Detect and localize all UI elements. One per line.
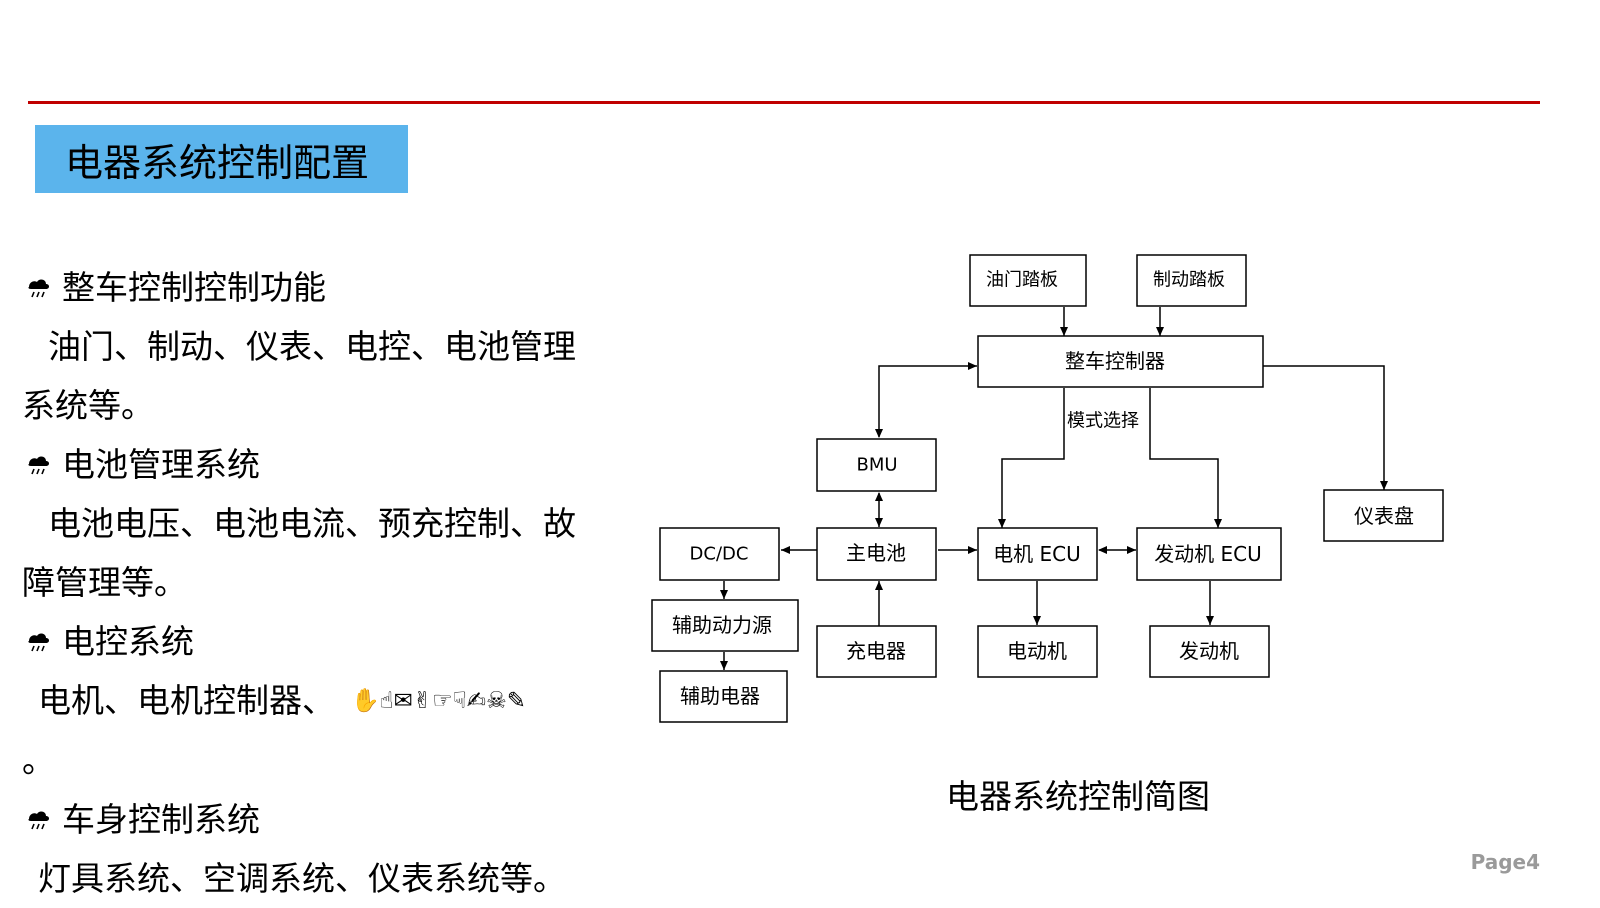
node-battery-box	[816, 527, 937, 581]
node-dashboard-box	[1323, 489, 1444, 542]
node-dcdc-box	[659, 527, 780, 581]
node-aux-elec-box	[659, 670, 788, 723]
node-aux-power-label: 辅助动力源	[672, 613, 772, 637]
node-brake-label: 制动踏板	[1153, 270, 1225, 291]
section-heading: 电池管理系统	[22, 435, 582, 494]
dingbat-glyphs: ✋☝✉✌☞☟✍☠✎	[351, 688, 526, 714]
node-vcu-label: 整车控制器	[1065, 349, 1165, 373]
mode-select-label: 模式选择	[1067, 411, 1139, 432]
node-bmu-label: BMU	[856, 455, 897, 476]
section-heading: 电控系统	[22, 612, 582, 671]
node-motor-box	[977, 625, 1098, 678]
node-engine-box	[1149, 625, 1270, 678]
node-motor-ecu-box	[977, 527, 1098, 581]
control-block-diagram: 油门踏板 制动踏板 整车控制器 模式选择 BMU 仪表盘 DC/DC 主电池 电…	[651, 254, 1444, 723]
node-motor-label: 电动机	[1007, 639, 1067, 663]
node-dcdc-label: DC/DC	[690, 544, 749, 565]
node-engine-label: 发动机	[1179, 639, 1239, 663]
rain-cloud-icon	[28, 456, 49, 475]
node-dashboard-label: 仪表盘	[1354, 504, 1414, 528]
section-line: 电机、电机控制器、✋☝✉✌☞☟✍☠✎	[38, 681, 526, 720]
section-line: 障管理等。	[22, 563, 187, 602]
node-throttle-box	[969, 254, 1087, 307]
slide-title-text: 电器系统控制配置	[65, 140, 370, 185]
node-brake-box	[1136, 254, 1247, 307]
content-text: 整车控制控制功能 油门、制动、仪表、电控、电池管理 系统等。 电池管理系统 电池…	[22, 258, 582, 908]
node-throttle-label: 油门踏板	[986, 270, 1058, 291]
rain-cloud-icon	[28, 279, 49, 298]
node-bmu-box	[816, 438, 937, 492]
node-battery-label: 主电池	[846, 541, 906, 565]
node-aux-elec-label: 辅助电器	[680, 684, 760, 708]
diagram-caption: 电器系统控制简图	[946, 777, 1210, 816]
rain-cloud-icon	[28, 633, 49, 652]
section-heading: 整车控制控制功能	[22, 258, 582, 317]
node-charger-box	[816, 625, 937, 678]
section-line: 系统等。	[22, 386, 154, 425]
section-heading: 车身控制系统	[22, 790, 582, 849]
page-number: Page4	[1470, 850, 1540, 874]
section-line: 油门、制动、仪表、电控、电池管理	[48, 327, 576, 366]
node-aux-power-box	[651, 599, 799, 652]
node-vcu-box	[977, 335, 1264, 388]
slide-title: 电器系统控制配置	[35, 125, 408, 193]
header-rule	[28, 101, 1540, 104]
node-motor-ecu-label: 电机 ECU	[993, 542, 1081, 566]
node-engine-ecu-box	[1136, 527, 1282, 581]
section-line: 灯具系统、空调系统、仪表系统等。	[38, 859, 566, 898]
section-line: 。	[22, 741, 55, 780]
section-line: 电池电压、电池电流、预充控制、故	[48, 504, 576, 543]
rain-cloud-icon	[28, 811, 49, 830]
node-engine-ecu-label: 发动机 ECU	[1154, 542, 1262, 566]
node-charger-label: 充电器	[846, 639, 906, 663]
